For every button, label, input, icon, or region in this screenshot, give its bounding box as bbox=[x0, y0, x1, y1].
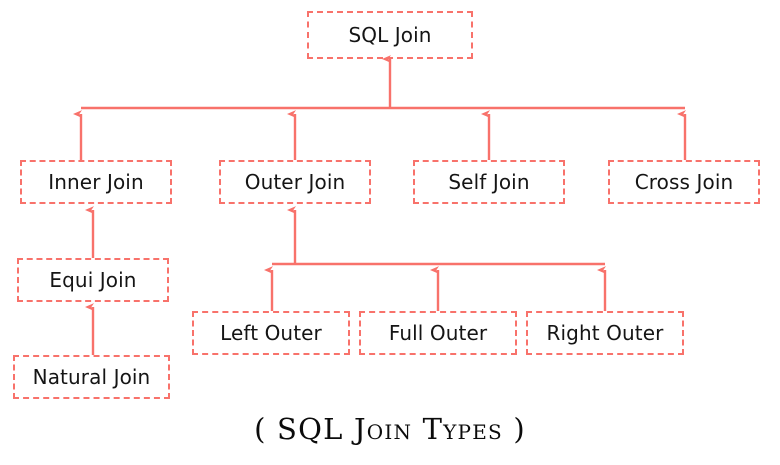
node-inner-join[interactable]: Inner Join bbox=[20, 160, 172, 204]
node-self-join-label: Self Join bbox=[448, 169, 530, 194]
node-self-join[interactable]: Self Join bbox=[413, 160, 565, 204]
node-inner-join-label: Inner Join bbox=[48, 169, 144, 194]
node-outer-join[interactable]: Outer Join bbox=[219, 160, 371, 204]
node-full-outer-label: Full Outer bbox=[388, 320, 488, 345]
node-left-outer[interactable]: Left Outer bbox=[192, 311, 350, 355]
node-equi-join[interactable]: Equi Join bbox=[17, 258, 169, 302]
node-left-outer-label: Left Outer bbox=[220, 320, 322, 345]
diagram-caption: ( SQL Join Types ) bbox=[254, 412, 526, 446]
node-natural-join[interactable]: Natural Join bbox=[13, 355, 170, 399]
node-full-outer[interactable]: Full Outer bbox=[359, 311, 517, 355]
node-cross-join[interactable]: Cross Join bbox=[608, 160, 760, 204]
node-sql-join[interactable]: SQL Join bbox=[307, 11, 473, 59]
node-right-outer-label: Right Outer bbox=[546, 320, 664, 345]
node-equi-join-label: Equi Join bbox=[49, 267, 137, 292]
node-sql-join-label: SQL Join bbox=[348, 22, 432, 47]
node-outer-join-label: Outer Join bbox=[244, 169, 346, 194]
node-right-outer[interactable]: Right Outer bbox=[526, 311, 684, 355]
node-natural-join-label: Natural Join bbox=[32, 364, 151, 389]
node-cross-join-label: Cross Join bbox=[634, 169, 734, 194]
